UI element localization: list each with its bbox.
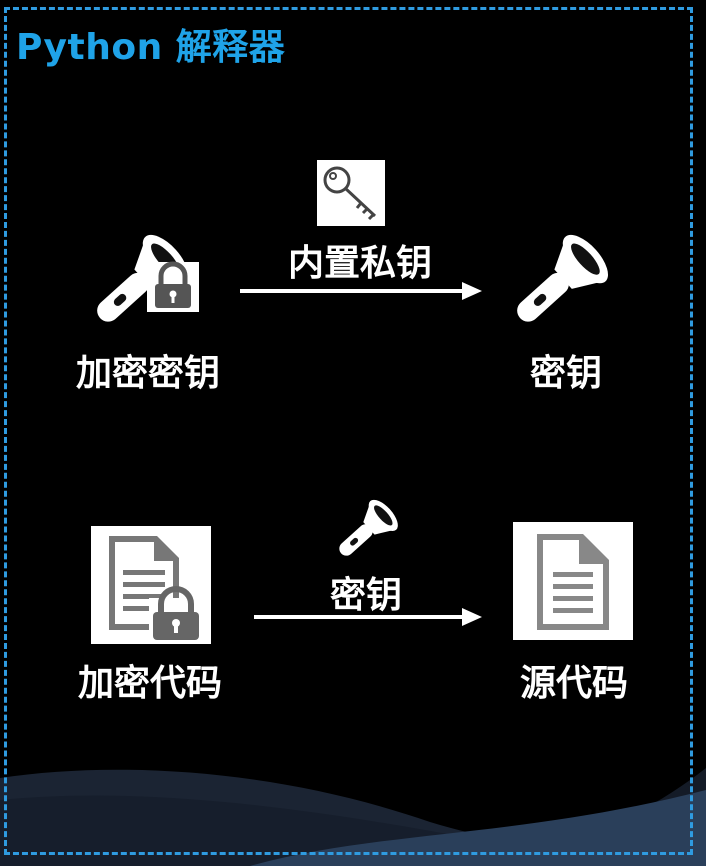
encrypted-code-label: 加密代码 (77, 663, 222, 704)
page-title: Python 解释器 (16, 27, 286, 68)
encrypted-key-label: 加密密钥 (75, 353, 220, 394)
flashlight-lock-icon (97, 234, 199, 322)
key-icon (317, 160, 385, 226)
source-code-label: 源代码 (519, 663, 628, 704)
key-label-bottom: 密钥 (329, 575, 402, 616)
top-arrow (240, 282, 482, 300)
flashlight-icon (517, 234, 609, 322)
document-lock-icon (91, 526, 211, 644)
document-icon (513, 522, 633, 640)
bottom-arrow (254, 608, 482, 626)
key-label: 密钥 (529, 353, 602, 394)
small-flashlight-icon (339, 499, 398, 556)
dashed-frame (4, 7, 693, 855)
background-waves (0, 768, 706, 866)
builtin-private-key-label: 内置私钥 (287, 243, 432, 284)
